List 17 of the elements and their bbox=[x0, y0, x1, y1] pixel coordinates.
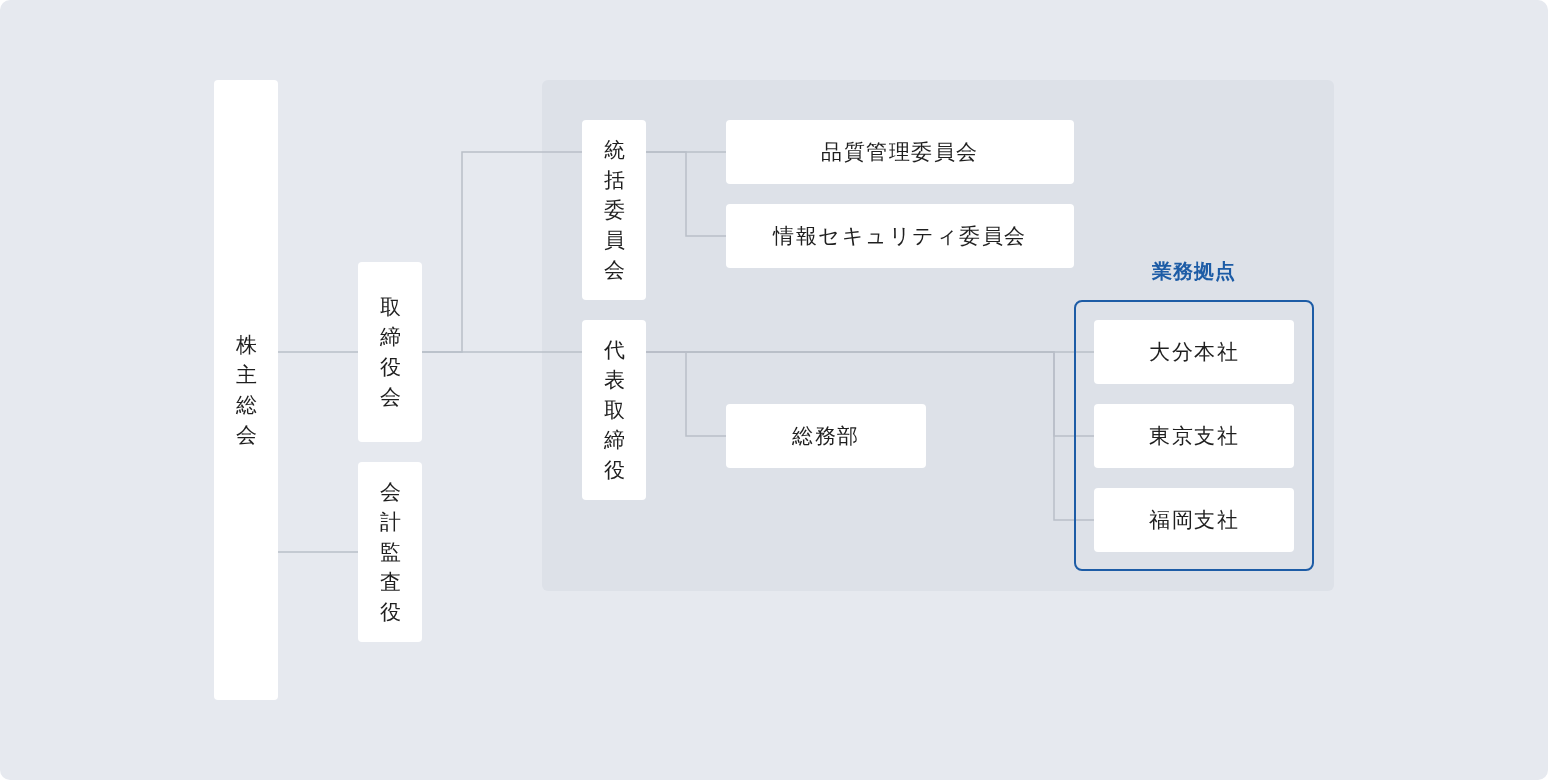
connector-line bbox=[645, 151, 727, 237]
org-unit-box: 情報セキュリティ委員会 bbox=[726, 204, 1074, 268]
org-unit-box: 福岡支社 bbox=[1094, 488, 1294, 552]
org-unit-box: 株主総会 bbox=[214, 80, 278, 700]
connector-line bbox=[277, 351, 359, 353]
grouping-panel bbox=[542, 80, 1334, 591]
org-unit-box: 東京支社 bbox=[1094, 404, 1294, 468]
connector-line bbox=[277, 551, 359, 553]
org-unit-box: 総務部 bbox=[726, 404, 926, 468]
org-unit-box: 品質管理委員会 bbox=[726, 120, 1074, 184]
connector-line bbox=[421, 351, 583, 353]
org-unit-box: 代表取締役 bbox=[582, 320, 646, 500]
org-unit-box: 統括委員会 bbox=[582, 120, 646, 300]
org-unit-box: 会計監査役 bbox=[358, 462, 422, 642]
group-heading: 業務拠点 bbox=[1151, 259, 1237, 284]
org-unit-box: 大分本社 bbox=[1094, 320, 1294, 384]
org-unit-box: 取締役会 bbox=[358, 262, 422, 442]
